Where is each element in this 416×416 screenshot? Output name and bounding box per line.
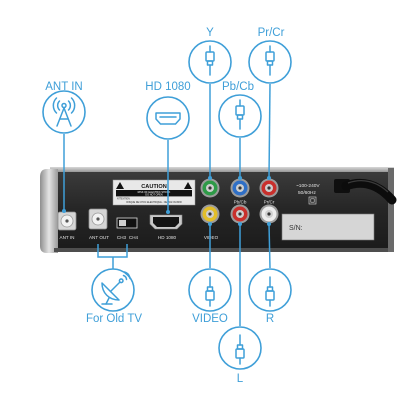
l-leader-dot	[238, 222, 242, 226]
for-old-tv-bracket	[97, 244, 128, 269]
warning-triangle-icon	[116, 182, 124, 189]
port-label-ant-in: ANT IN	[60, 235, 75, 240]
callout-label-pb-cb: Pb/Cb	[222, 81, 254, 93]
callout-for-old-tv: For Old TV	[86, 268, 142, 325]
r-leader-dot	[267, 222, 271, 226]
rca-jack-audio-l	[230, 204, 250, 224]
caution-attention: ATTENTION	[117, 198, 130, 201]
pr-cr-leader-dot	[267, 176, 271, 180]
hdmi-icon	[155, 112, 181, 125]
port-label-ch4: CH4	[129, 235, 139, 240]
rca-jack-pb-cb	[230, 178, 250, 198]
ant-out-connector	[88, 208, 108, 230]
antenna-icon	[52, 97, 76, 127]
rca-jack-audio-r	[259, 204, 279, 224]
callout-y: Y	[188, 27, 232, 84]
port-label-pr-cr: Pr/Cr	[264, 200, 275, 205]
rca-jack-pr-cr	[259, 178, 279, 198]
callout-label-l: L	[237, 373, 244, 385]
power-voltage: ~100-240V	[296, 183, 320, 189]
callout-lines	[62, 83, 271, 326]
r-leader-line	[268, 223, 271, 269]
ant-in-leader-dot	[62, 209, 66, 213]
rca-plug-icon	[265, 276, 275, 307]
port-label-ant-out: ANT OUT	[89, 235, 109, 240]
rca-jack-y	[200, 178, 220, 198]
power-cord	[334, 178, 397, 205]
caution-warning-en-1: RISK OF ELECTRIC SHOCK	[138, 191, 171, 194]
rca-plug-icon	[205, 45, 215, 76]
video-leader-dot	[208, 222, 212, 226]
device-top-rim	[50, 167, 394, 173]
callout-l: L	[218, 326, 262, 385]
caution-label: CAUTION RISK OF ELECTRIC SHOCK DO NOT OP…	[112, 179, 196, 206]
caution-warning-en-2: DO NOT OPEN	[145, 194, 163, 197]
callout-label-hd-1080: HD 1080	[145, 81, 190, 93]
hd-1080-leader-dot	[166, 210, 170, 214]
rca-plug-icon	[235, 334, 245, 365]
serial-label: S/N:	[289, 225, 303, 232]
pr-cr-leader-line	[268, 83, 271, 179]
y-leader-dot	[208, 176, 212, 180]
device-right-end	[388, 168, 394, 252]
callout-label-ant-in: ANT IN	[45, 81, 83, 93]
callout-pr-cr: Pr/Cr	[248, 27, 292, 84]
set-top-box-rear-panel: CAUTION RISK OF ELECTRIC SHOCK DO NOT OP…	[40, 167, 397, 253]
device-bottom-rim	[54, 248, 394, 252]
callout-video: VIDEO	[188, 268, 232, 325]
port-label-video: VIDEO	[204, 235, 219, 240]
satellite-dish-icon	[101, 271, 131, 305]
callout-label-y: Y	[206, 27, 214, 39]
port-label-hd-1080: HD 1080	[158, 235, 177, 240]
callout-label-r: R	[266, 313, 274, 325]
callout-label-pr-cr: Pr/Cr	[258, 27, 285, 39]
callout-pb-cb: Pb/Cb	[218, 81, 262, 138]
ch3-ch4-switch	[116, 217, 138, 229]
caution-title: CAUTION	[141, 184, 166, 190]
device-left-end	[40, 169, 58, 253]
callout-r: R	[248, 268, 292, 325]
port-label-pb-cb: Pb/Cb	[234, 200, 247, 205]
callout-hd-1080: HD 1080	[145, 81, 191, 140]
caution-warning-fr: RISQUE DE CHOC ELECTRIQUE - NE PAS OUVRI…	[126, 201, 182, 204]
pb-cb-leader-dot	[238, 176, 242, 180]
warning-triangle-icon	[184, 182, 192, 189]
rca-jack-video	[200, 204, 220, 224]
ant-in-connector	[57, 211, 77, 231]
rca-plug-icon	[235, 99, 245, 130]
serial-number-sticker: S/N:	[281, 213, 375, 241]
rca-plug-icon	[205, 276, 215, 307]
double-insulation-icon	[308, 196, 317, 205]
power-frequency: 50/60Hz	[298, 190, 316, 196]
rca-plug-icon	[265, 45, 275, 76]
callout-label-for-old-tv: For Old TV	[86, 313, 142, 325]
hdmi-port	[149, 214, 183, 230]
port-label-ch3: CH3	[117, 235, 127, 240]
callout-label-video: VIDEO	[192, 313, 228, 325]
callout-ant-in: ANT IN	[42, 81, 86, 134]
